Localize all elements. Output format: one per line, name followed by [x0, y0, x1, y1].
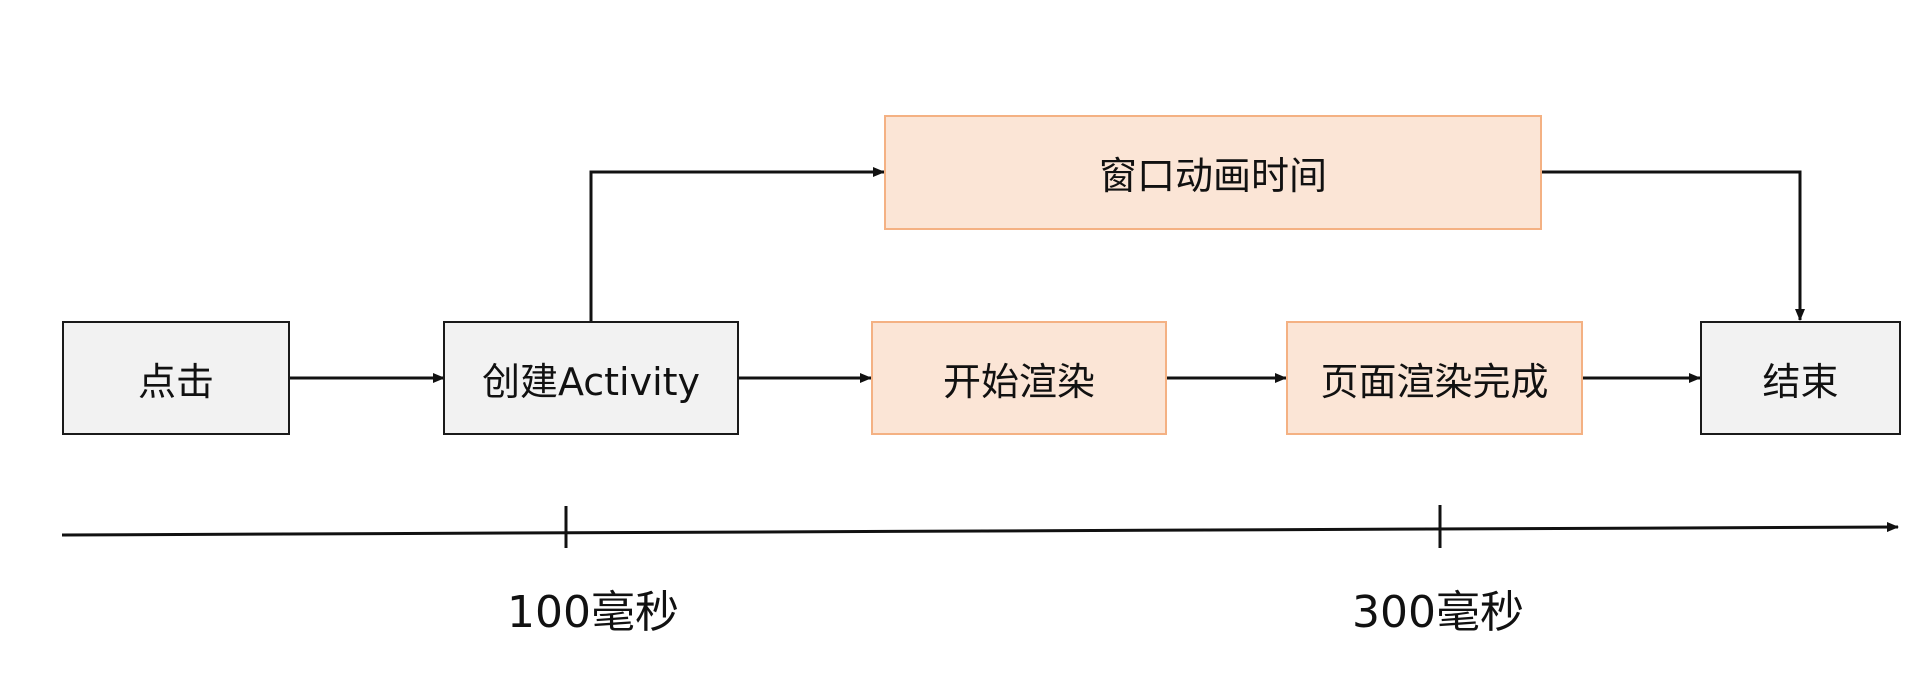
timeline-label-100: 100毫秒: [507, 587, 679, 638]
node-create-activity: 创建Activity: [443, 321, 739, 435]
timeline-axis: [61, 522, 1899, 537]
node-render-complete: 页面渲染完成: [1286, 321, 1583, 435]
arrow-create-activity-to-window-animation: [589, 167, 885, 321]
node-start-render: 开始渲染: [871, 321, 1167, 435]
node-window-animation: 窗口动画时间: [884, 115, 1542, 230]
node-click: 点击: [62, 321, 290, 435]
timeline-label-300: 300毫秒: [1352, 587, 1524, 638]
node-end: 结束: [1700, 321, 1901, 435]
arrow-window-animation-to-end: [1542, 170, 1805, 321]
